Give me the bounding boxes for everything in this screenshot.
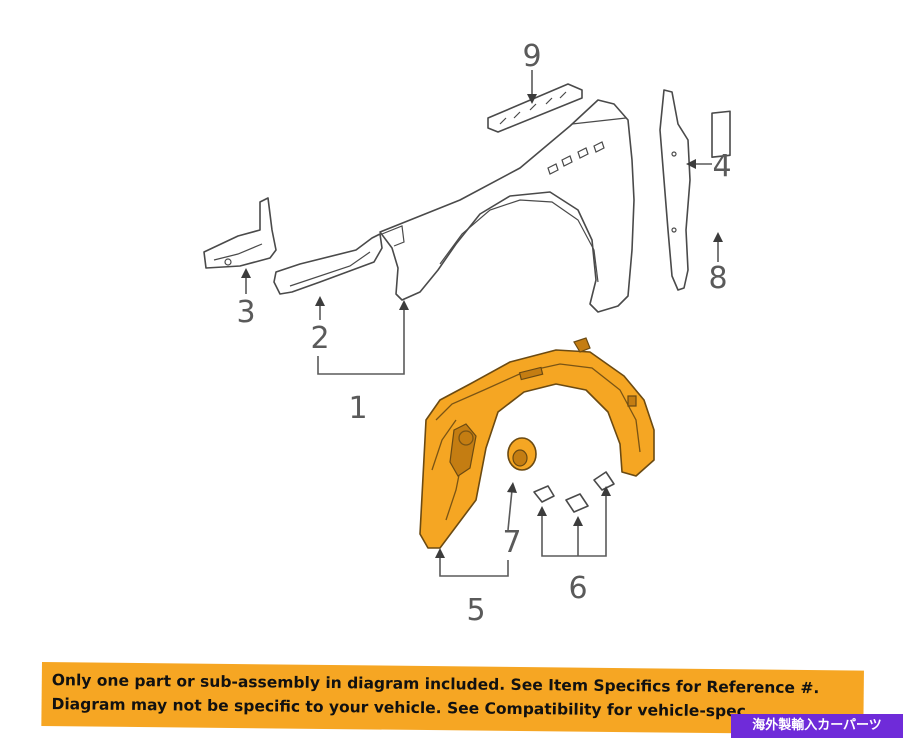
callout-6: 6 bbox=[568, 571, 587, 606]
leader-lines bbox=[241, 70, 723, 577]
part-1-fender bbox=[379, 99, 635, 313]
callout-3: 3 bbox=[236, 295, 255, 330]
part-5-fender-liner bbox=[419, 337, 655, 549]
callout-9: 9 bbox=[522, 39, 541, 74]
callout-2: 2 bbox=[310, 321, 329, 356]
callout-7: 7 bbox=[502, 525, 521, 560]
part-6-clips bbox=[533, 471, 615, 513]
parts-diagram: 9 4 8 3 2 1 7 6 5 bbox=[203, 39, 732, 628]
callout-5: 5 bbox=[466, 593, 485, 628]
part-9-bracket bbox=[487, 83, 583, 133]
seller-badge: 海外製輸入カーパーツ bbox=[731, 714, 903, 738]
part-3-bracket bbox=[203, 197, 277, 269]
callout-4: 4 bbox=[712, 149, 731, 184]
part-4-seal bbox=[659, 89, 691, 291]
part-8-pad bbox=[711, 110, 731, 158]
part-7-grommet bbox=[507, 437, 537, 471]
callout-1: 1 bbox=[348, 391, 367, 426]
part-2-reinforcement bbox=[273, 233, 383, 295]
callout-8: 8 bbox=[708, 261, 727, 296]
